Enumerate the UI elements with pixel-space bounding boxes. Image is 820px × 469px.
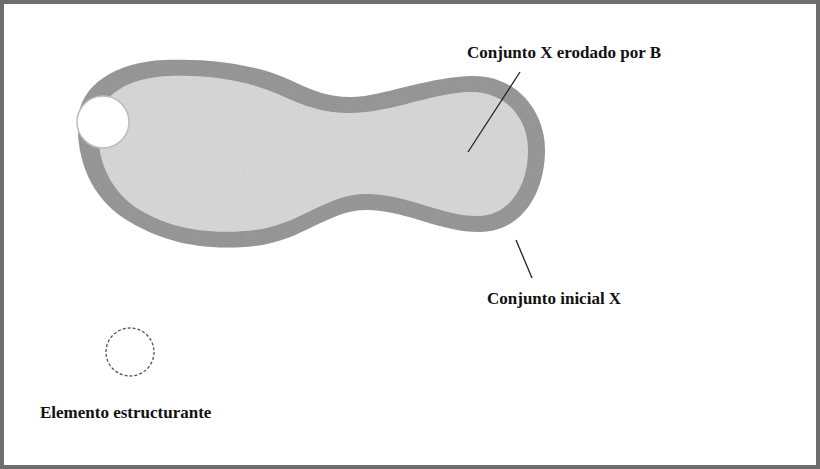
callout-label: Conjunto X erodado por B xyxy=(467,44,661,63)
leader-line xyxy=(516,240,532,278)
eroded-set xyxy=(98,76,528,232)
leader-line xyxy=(468,72,520,152)
callout-label: Conjunto inicial X xyxy=(487,290,621,309)
structuring-element-placed xyxy=(77,96,129,148)
initial-set xyxy=(78,60,545,248)
element-label: Elemento estructurante xyxy=(40,404,211,423)
structuring-element xyxy=(106,328,154,376)
